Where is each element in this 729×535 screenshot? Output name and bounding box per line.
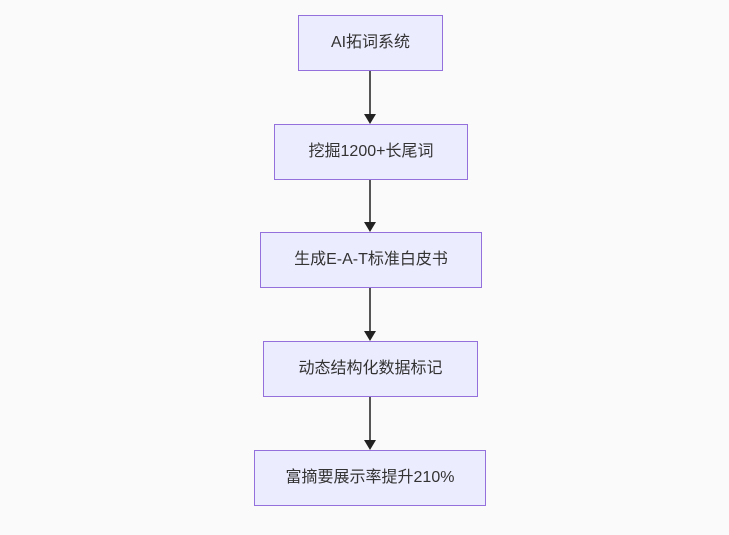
arrowhead-down-icon	[364, 440, 376, 450]
edge-line	[369, 180, 371, 224]
flow-node-label: AI拓词系统	[330, 34, 411, 51]
flow-node-structured-data-markup: 动态结构化数据标记	[263, 341, 478, 397]
flow-node-eat-whitepaper: 生成E-A-T标准白皮书	[260, 232, 482, 288]
edge-line	[369, 288, 371, 333]
flow-node-rich-snippet-result: 富摘要展示率提升210%	[254, 450, 486, 506]
flow-edge-1-2	[363, 71, 377, 124]
flow-node-label: 富摘要展示率提升210%	[285, 469, 455, 486]
flow-node-longtail-mining: 挖掘1200+长尾词	[274, 124, 468, 180]
edge-line	[369, 397, 371, 442]
flow-edge-2-3	[363, 180, 377, 232]
flow-node-ai-keyword-system: AI拓词系统	[298, 15, 443, 71]
flow-node-label: 挖掘1200+长尾词	[308, 143, 434, 160]
arrowhead-down-icon	[364, 331, 376, 341]
arrowhead-down-icon	[364, 222, 376, 232]
edge-line	[369, 71, 371, 116]
flow-node-label: 动态结构化数据标记	[298, 360, 443, 377]
flow-node-label: 生成E-A-T标准白皮书	[294, 251, 448, 268]
flow-edge-4-5	[363, 397, 377, 450]
arrowhead-down-icon	[364, 114, 376, 124]
flow-edge-3-4	[363, 288, 377, 341]
